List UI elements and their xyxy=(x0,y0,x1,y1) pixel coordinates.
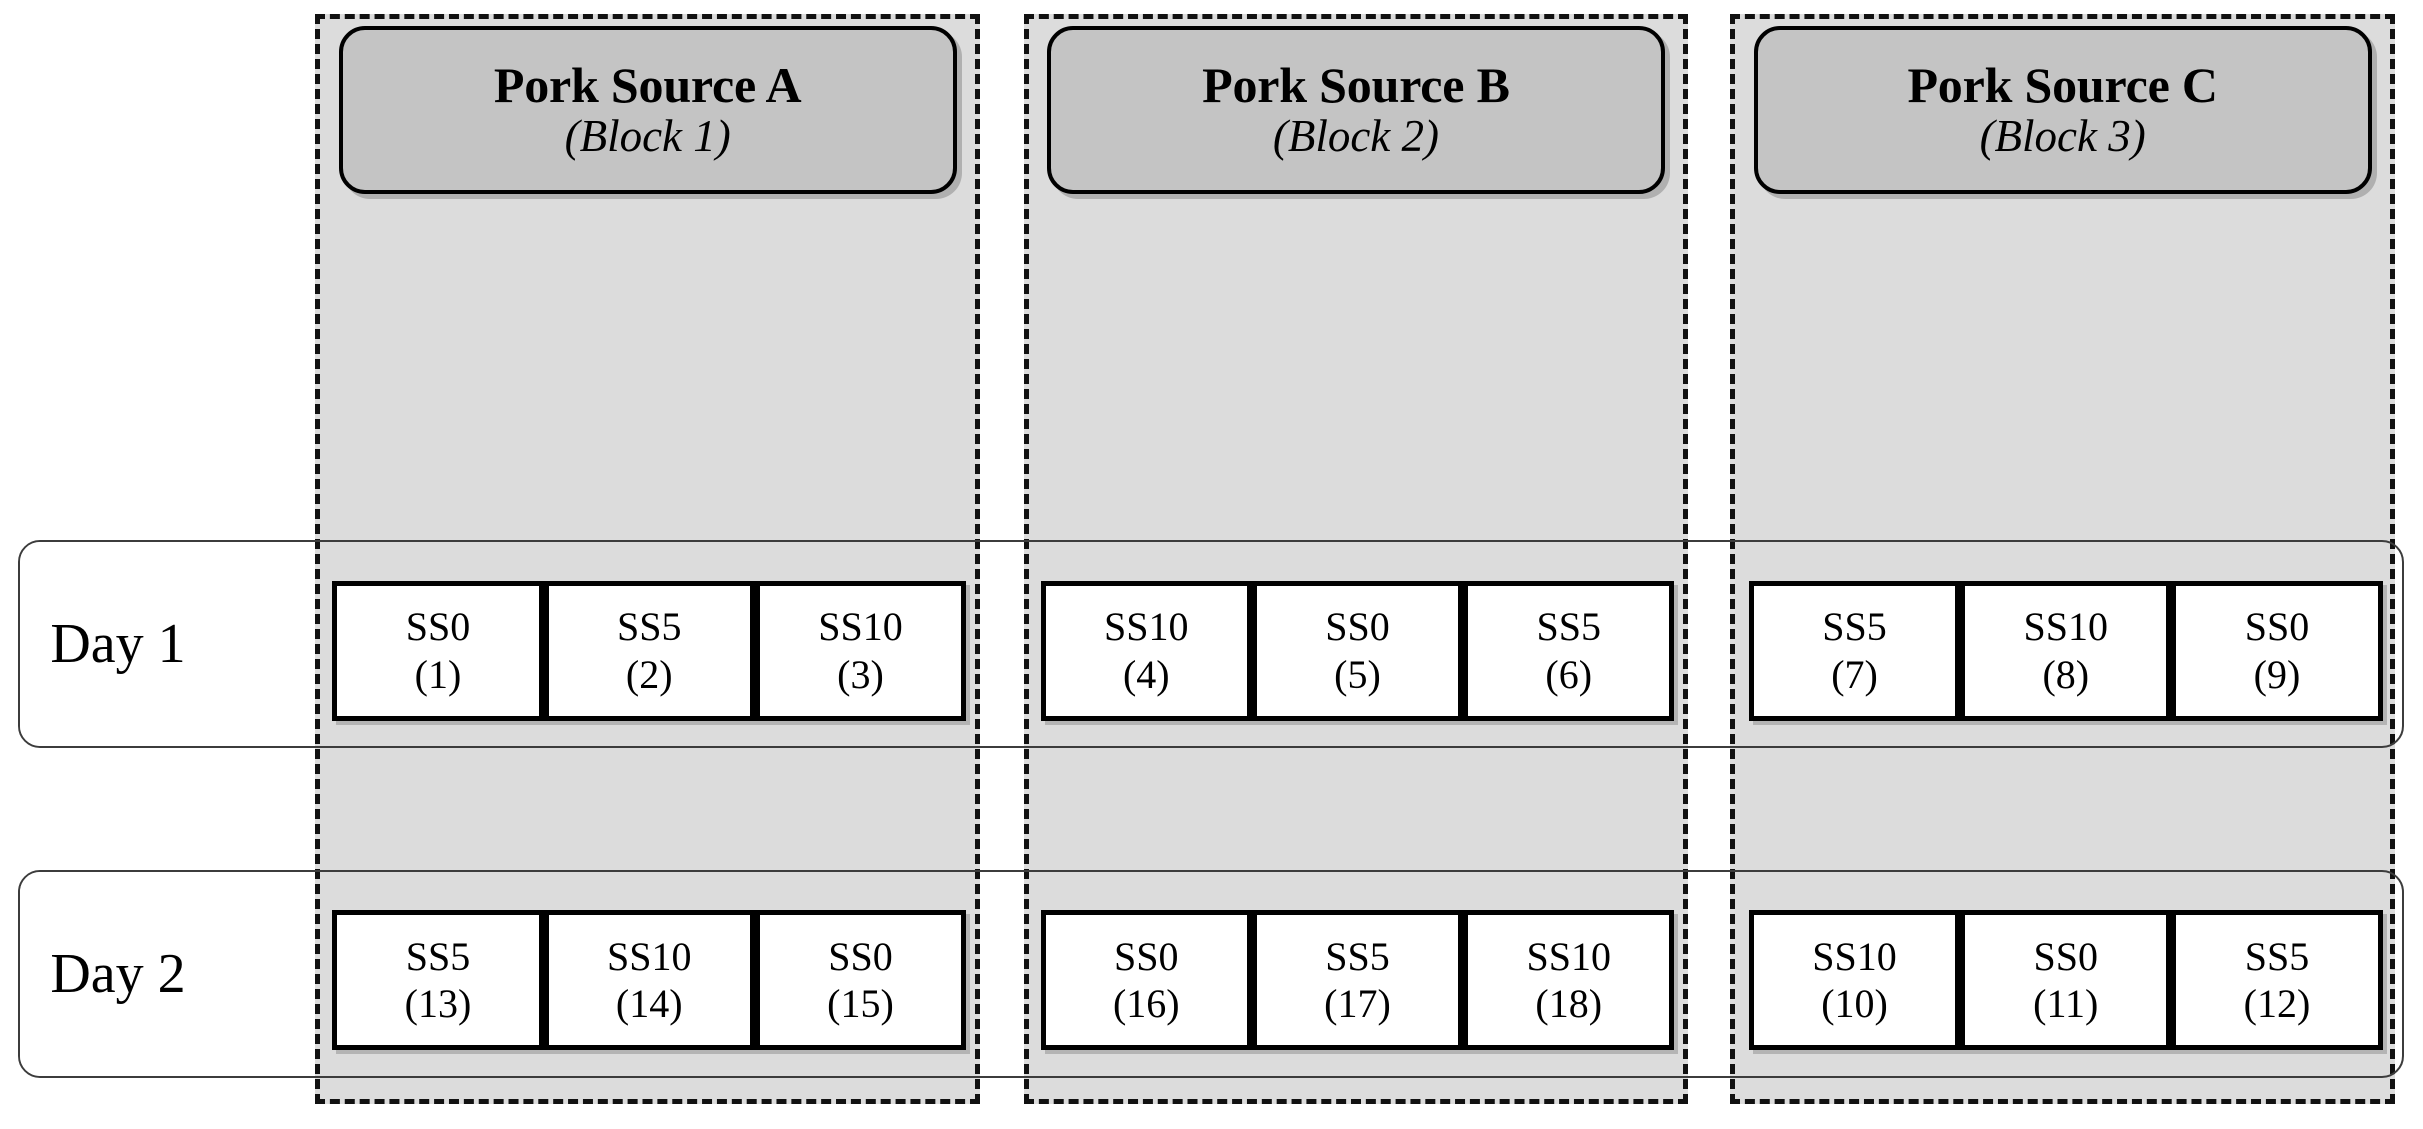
treatment-cell[interactable]: SS10(3) xyxy=(754,580,967,721)
unit-number: (8) xyxy=(2042,651,2090,697)
treatment-label: SS10 xyxy=(1812,933,1897,979)
unit-number: (2) xyxy=(625,651,673,697)
block-subtitle: (Block 1) xyxy=(564,110,731,161)
block-subtitle: (Block 3) xyxy=(1979,110,2146,161)
treatment-label: SS10 xyxy=(2023,604,2109,650)
treatment-cell[interactable]: SS5(2) xyxy=(543,580,755,721)
unit-number: (4) xyxy=(1122,651,1170,697)
treatment-label: SS5 xyxy=(2244,933,2310,979)
day-label-text: Day 2 xyxy=(50,942,186,1005)
treatment-label: SS0 xyxy=(1114,933,1179,979)
unit-number: (11) xyxy=(2033,980,2099,1026)
treatment-cell[interactable]: SS0(9) xyxy=(2171,580,2383,721)
unit-number: (3) xyxy=(837,651,884,697)
treatment-cell[interactable]: SS0(1) xyxy=(332,580,544,721)
treatment-cell[interactable]: SS0(16) xyxy=(1040,910,1252,1050)
treatment-cell[interactable]: SS10(8) xyxy=(1960,580,2172,721)
treatment-cell[interactable]: SS0(5) xyxy=(1251,580,1464,721)
treatment-cell[interactable]: SS5(17) xyxy=(1251,910,1464,1050)
treatment-cell[interactable]: SS10(4) xyxy=(1040,580,1252,721)
day-row-1: Day 1 xyxy=(18,540,2404,749)
block-header-3: Pork Source C(Block 3) xyxy=(1753,26,2372,194)
block-subtitle: (Block 2) xyxy=(1272,110,1440,161)
treatment-cell[interactable]: SS10(14) xyxy=(543,910,755,1050)
unit-number: (12) xyxy=(2243,980,2311,1026)
treatment-label: SS5 xyxy=(1325,933,1390,979)
unit-number: (17) xyxy=(1324,980,1391,1026)
block-title: Pork Source C xyxy=(1907,56,2218,113)
unit-number: (16) xyxy=(1112,980,1180,1026)
treatment-cell[interactable]: SS5(12) xyxy=(2171,910,2383,1050)
treatment-label: SS0 xyxy=(2244,604,2310,650)
treatment-label: SS5 xyxy=(405,933,471,979)
treatment-label: SS5 xyxy=(616,604,682,650)
unit-number: (5) xyxy=(1334,651,1381,697)
unit-number: (6) xyxy=(1545,651,1593,697)
treatment-cell[interactable]: SS5(13) xyxy=(332,910,544,1050)
treatment-label: SS5 xyxy=(1536,604,1601,650)
unit-number: (1) xyxy=(414,651,462,697)
treatment-cell[interactable]: SS10(10) xyxy=(1748,910,1961,1050)
day-row-2: Day 2 xyxy=(18,869,2404,1078)
unit-number: (7) xyxy=(1831,651,1878,697)
treatment-label: SS10 xyxy=(1104,604,1189,650)
day-label-cell: Day 1 xyxy=(20,542,206,747)
unit-number: (14) xyxy=(615,980,683,1026)
treatment-label: SS5 xyxy=(1822,604,1887,650)
treatment-cell[interactable]: SS5(7) xyxy=(1748,580,1961,721)
treatment-label: SS0 xyxy=(2033,933,2099,979)
unit-number: (18) xyxy=(1535,980,1603,1026)
treatment-label: SS0 xyxy=(828,933,893,979)
treatment-label: SS10 xyxy=(1526,933,1611,979)
treatment-label: SS10 xyxy=(818,604,903,650)
block-header-1: Pork Source A(Block 1) xyxy=(338,26,957,194)
treatment-label: SS0 xyxy=(405,604,471,650)
block-title: Pork Source A xyxy=(493,56,802,113)
treatment-cell[interactable]: SS0(15) xyxy=(754,910,967,1050)
unit-number: (13) xyxy=(404,980,472,1026)
day-label-cell: Day 2 xyxy=(20,871,206,1076)
unit-number: (9) xyxy=(2253,651,2301,697)
unit-number: (15) xyxy=(827,980,894,1026)
treatment-cell[interactable]: SS0(11) xyxy=(1960,910,2172,1050)
treatment-cell[interactable]: SS10(18) xyxy=(1463,910,1675,1050)
day-label-text: Day 1 xyxy=(50,613,186,676)
treatment-label: SS10 xyxy=(606,933,692,979)
treatment-label: SS0 xyxy=(1325,604,1390,650)
unit-number: (10) xyxy=(1821,980,1888,1026)
treatment-cell[interactable]: SS5(6) xyxy=(1463,580,1675,721)
block-header-2: Pork Source B(Block 2) xyxy=(1046,26,1666,194)
block-title: Pork Source B xyxy=(1202,56,1510,113)
